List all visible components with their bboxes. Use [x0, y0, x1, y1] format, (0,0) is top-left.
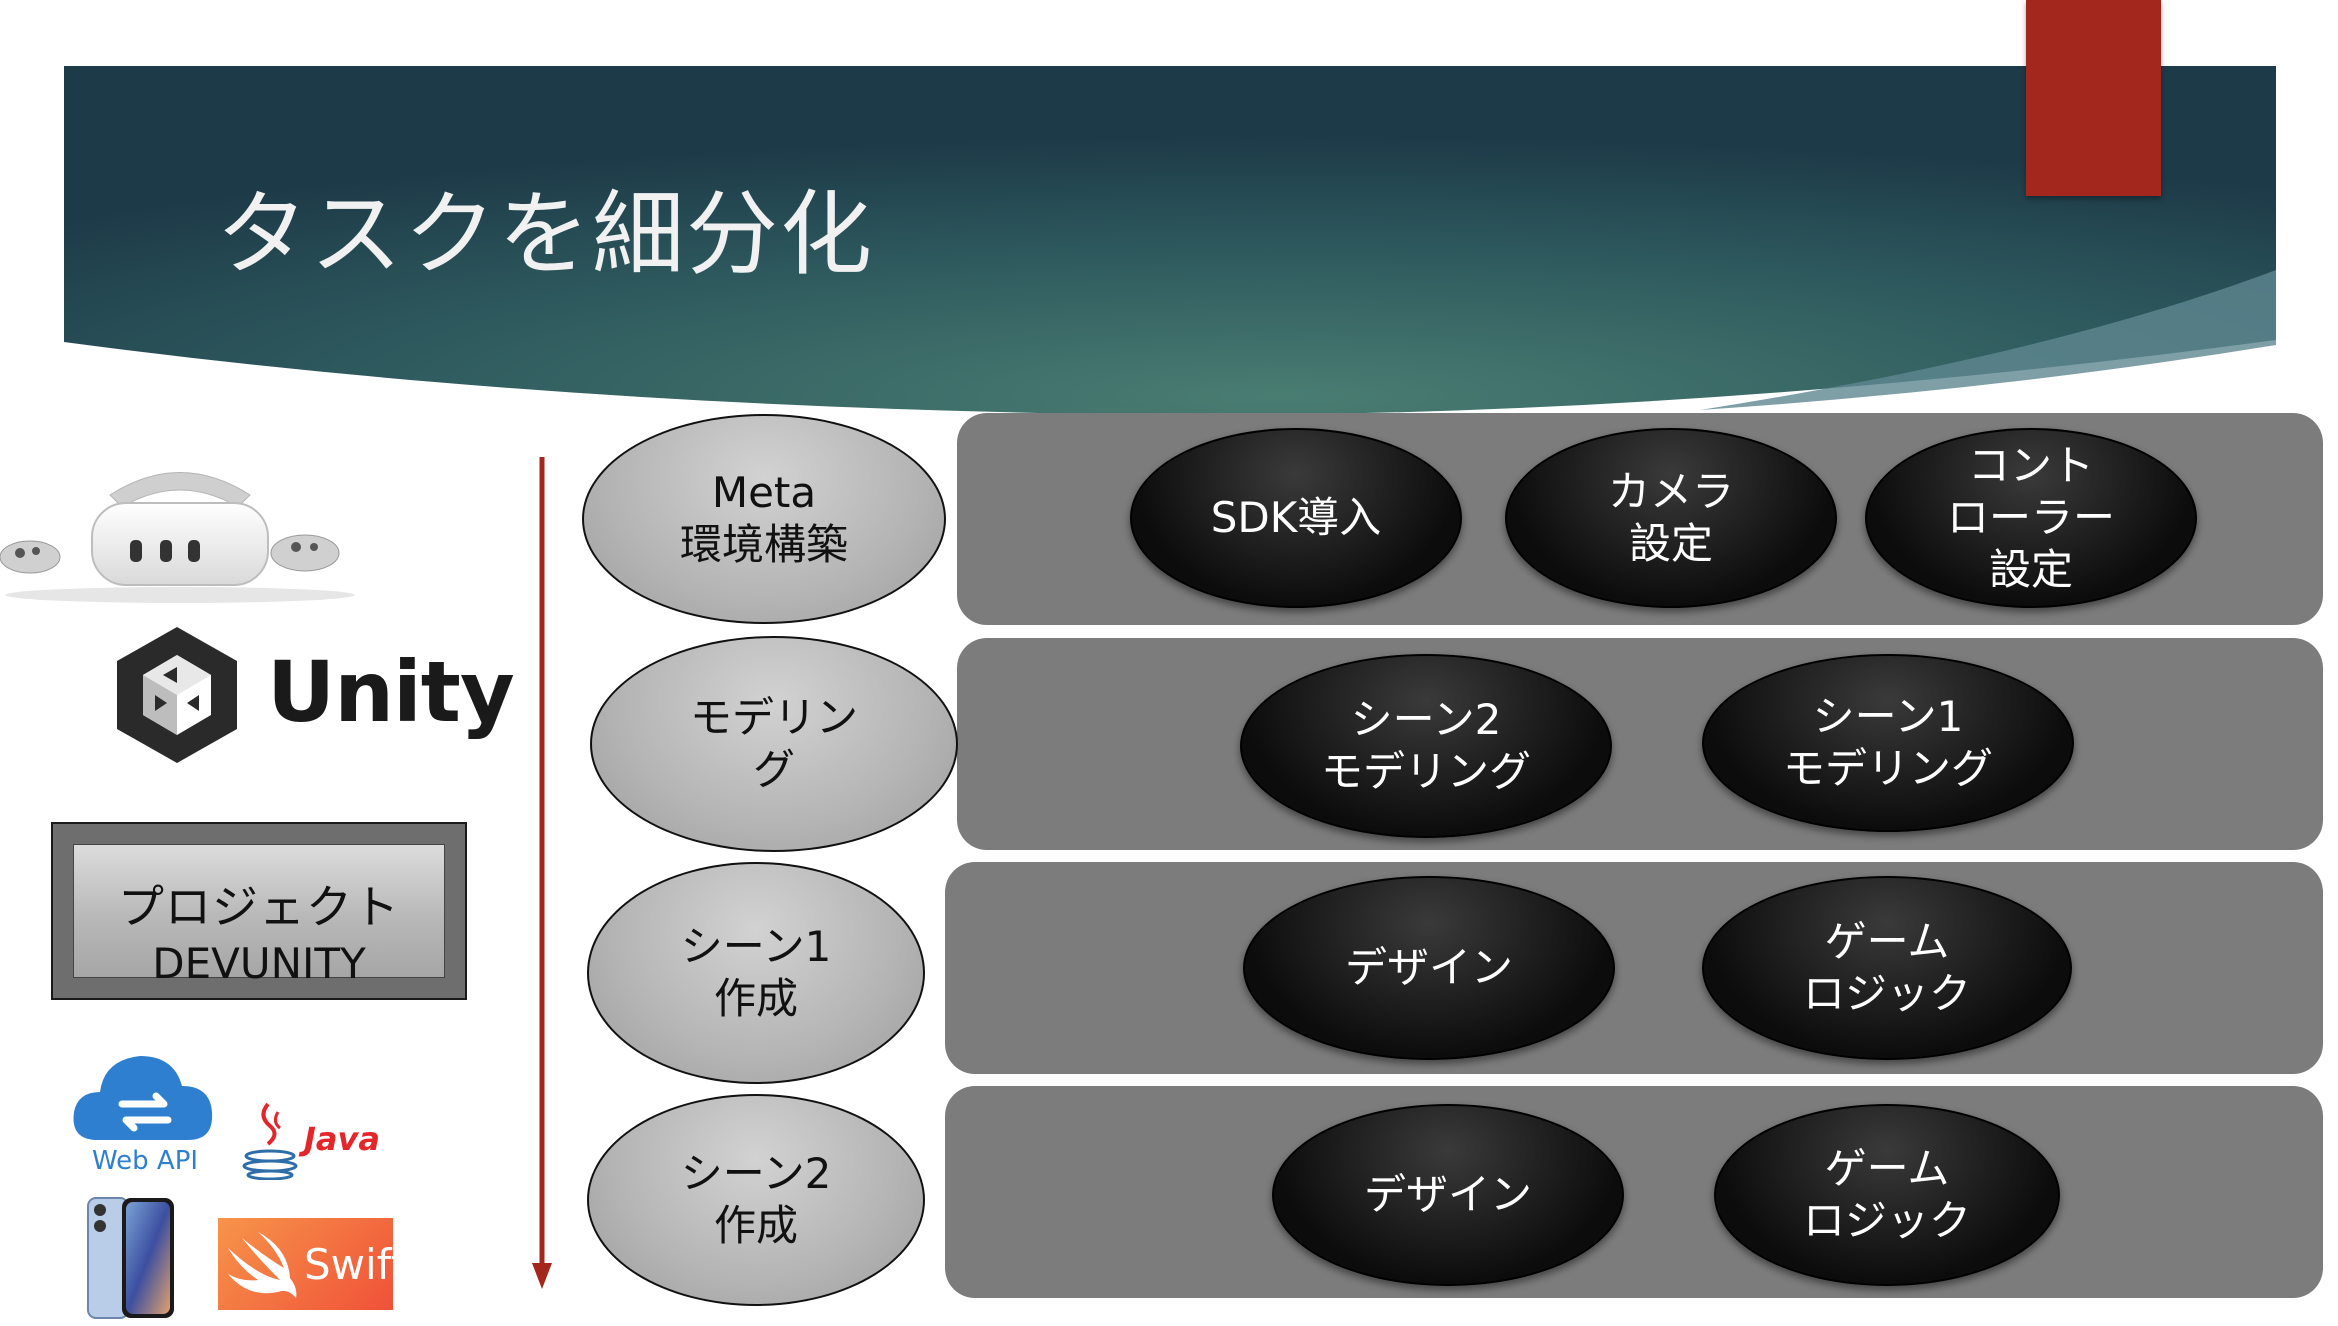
- swift-logo: Swift: [218, 1218, 407, 1310]
- row-band-3: [945, 862, 2323, 1074]
- unity-cube-icon: [117, 627, 237, 763]
- project-label: プロジェクト: [118, 880, 400, 934]
- task-scene1-design: デザイン: [1243, 876, 1615, 1060]
- web-api-logo: Web API: [70, 1048, 220, 1178]
- java-label: Java: [304, 1120, 380, 1158]
- web-api-label: Web API: [91, 1146, 199, 1176]
- java-logo: Java: [238, 1100, 380, 1181]
- stage-scene2: シーン2 作成: [587, 1094, 925, 1306]
- row-band-2: [957, 638, 2323, 850]
- timeline-arrow: [532, 457, 552, 1289]
- project-box-inner: プロジェクト DEVUNITY: [73, 844, 445, 988]
- stage-label: シーン2 作成: [680, 1149, 832, 1250]
- task-label: ゲーム ロジック: [1802, 917, 1971, 1018]
- task-label: シーン1 モデリング: [1782, 692, 1993, 793]
- stage-label: シーン1 作成: [680, 922, 832, 1023]
- task-camera-setup: カメラ 設定: [1505, 428, 1837, 608]
- cloud-icon: [73, 1056, 213, 1140]
- task-scene1-game-logic: ゲーム ロジック: [1702, 876, 2072, 1060]
- task-scene2-design: デザイン: [1272, 1104, 1624, 1286]
- row-band-4: [945, 1086, 2323, 1298]
- slide-title: タスクを細分化: [216, 181, 875, 288]
- stage-meta-setup: Meta 環境構築: [582, 414, 946, 624]
- unity-logo: Unity: [115, 625, 515, 765]
- vr-headset-image: [0, 472, 355, 603]
- task-label: デザイン: [1363, 1170, 1532, 1219]
- accent-tab: [2026, 0, 2161, 196]
- task-label: コント ローラー 設定: [1946, 441, 2115, 594]
- task-label: デザイン: [1344, 943, 1513, 992]
- task-label: ゲーム ロジック: [1802, 1144, 1971, 1245]
- stage-label: モデリン グ: [689, 693, 858, 794]
- task-label: SDK導入: [1210, 493, 1382, 542]
- swift-label: Swift: [304, 1240, 408, 1289]
- unity-wordmark: Unity: [267, 643, 515, 741]
- task-label: シーン2 モデリング: [1320, 695, 1531, 796]
- project-name: DEVUNITY: [152, 939, 366, 988]
- iphone-image: [87, 1197, 174, 1319]
- task-scene1-modeling: シーン1 モデリング: [1702, 654, 2074, 832]
- task-scene2-game-logic: ゲーム ロジック: [1714, 1104, 2060, 1286]
- swift-bird-icon: [228, 1232, 297, 1298]
- task-sdk-install: SDK導入: [1130, 428, 1462, 608]
- project-box: プロジェクト DEVUNITY: [51, 822, 467, 1000]
- stage-scene1: シーン1 作成: [587, 862, 925, 1084]
- java-cup-icon: [242, 1102, 298, 1181]
- title-banner: [64, 66, 2276, 415]
- task-scene2-modeling: シーン2 モデリング: [1240, 654, 1612, 838]
- task-controller-setup: コント ローラー 設定: [1865, 428, 2197, 608]
- stage-label: Meta 環境構築: [679, 468, 848, 569]
- stage-modeling: モデリン グ: [590, 636, 958, 852]
- task-label: カメラ 設定: [1607, 467, 1734, 568]
